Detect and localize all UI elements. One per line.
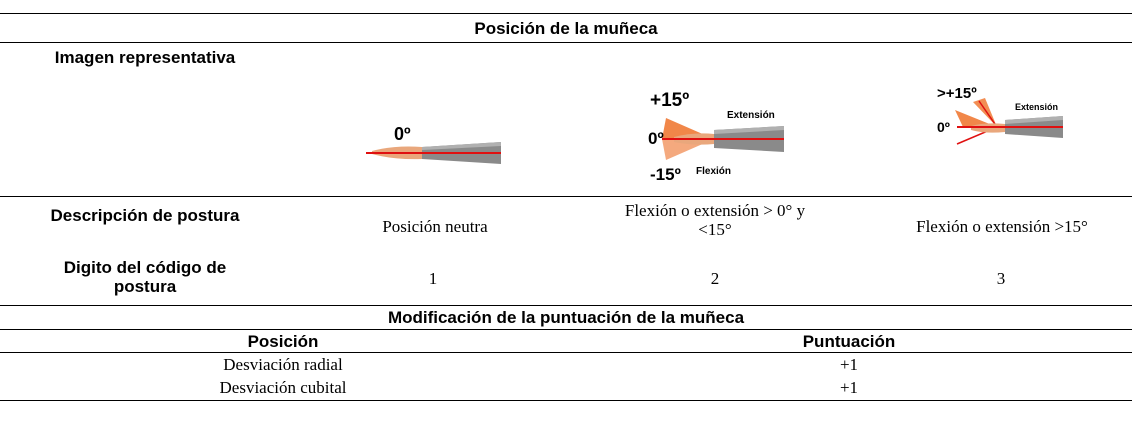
rule-under-title bbox=[0, 42, 1132, 43]
code-mild: 2 bbox=[710, 268, 720, 288]
flexion-label: Flexión bbox=[696, 166, 731, 177]
rule-bottom bbox=[0, 400, 1132, 401]
description-mild: Flexión o extensión > 0° y <15° bbox=[624, 201, 806, 239]
minus15-label: -15º bbox=[650, 165, 681, 184]
plus15-label: +15º bbox=[650, 90, 689, 111]
modification-title: Modificación de la puntuación de la muñe… bbox=[387, 308, 745, 327]
mod-row-2-position: Desviación cubital bbox=[219, 378, 347, 397]
neutral-angle-label: 0º bbox=[394, 124, 411, 144]
mod-row-2-score: +1 bbox=[839, 378, 859, 397]
table-title: Posición de la muñeca bbox=[474, 18, 658, 38]
mod-row-1-score: +1 bbox=[839, 355, 859, 374]
mod-row-1-position: Desviación radial bbox=[223, 355, 343, 374]
row-label-imagen: Imagen representativa bbox=[54, 47, 236, 67]
rule-under-mod-title bbox=[0, 329, 1132, 330]
rule-under-images bbox=[0, 196, 1132, 197]
extension-label-2: Extensión bbox=[1015, 102, 1058, 112]
mild-flexion-extension-illustration: +15º Extensión 0º -15º Flexión bbox=[648, 90, 784, 184]
description-neutral: Posición neutra bbox=[382, 216, 488, 236]
rule-under-codes bbox=[0, 305, 1132, 306]
zero-label: 0º bbox=[648, 129, 664, 148]
header-position: Posición bbox=[247, 331, 319, 351]
row-label-descripcion: Descripción de postura bbox=[50, 205, 240, 225]
rule-top bbox=[0, 13, 1132, 14]
header-score: Puntuación bbox=[802, 331, 896, 351]
severe-flexion-extension-illustration: >+15º Extensión 0º bbox=[937, 85, 1063, 145]
rule-under-mod-headers bbox=[0, 352, 1132, 353]
posture-image-severe: >+15º Extensión 0º bbox=[935, 44, 1065, 194]
code-severe: 3 bbox=[996, 268, 1006, 288]
extension-label: Extensión bbox=[727, 110, 775, 121]
neutral-wrist-illustration: 0º bbox=[366, 124, 501, 164]
posture-image-mild: +15º Extensión 0º -15º Flexión bbox=[644, 44, 784, 194]
row-label-digito: Digito del código de postura bbox=[63, 258, 227, 296]
description-severe: Flexión o extensión >15° bbox=[916, 216, 1088, 236]
zero-label-2: 0º bbox=[937, 119, 950, 135]
code-neutral: 1 bbox=[428, 268, 438, 288]
posture-image-neutral: 0º bbox=[364, 44, 504, 194]
gt15-label: >+15º bbox=[937, 85, 977, 102]
